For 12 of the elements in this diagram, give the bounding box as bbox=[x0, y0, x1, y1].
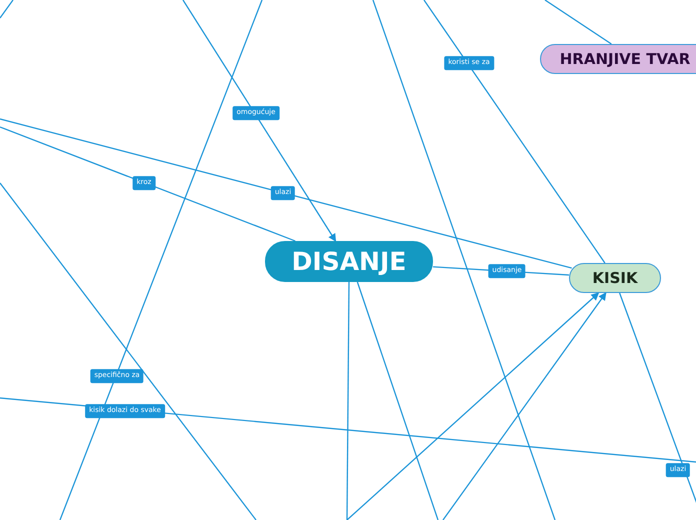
connector-line bbox=[0, 118, 572, 269]
arrow bbox=[346, 292, 600, 520]
central-topic: DISANJE bbox=[265, 241, 433, 282]
arrow bbox=[442, 292, 606, 520]
connector-line bbox=[544, 0, 612, 44]
connector-line bbox=[0, 126, 296, 242]
connector-line bbox=[424, 0, 606, 264]
connector-line bbox=[346, 282, 350, 520]
topic-node: KISIK bbox=[569, 263, 661, 293]
topic-node: HRANJIVE TVAR bbox=[540, 44, 696, 74]
connector-line bbox=[356, 282, 439, 520]
arrow bbox=[182, 0, 336, 242]
